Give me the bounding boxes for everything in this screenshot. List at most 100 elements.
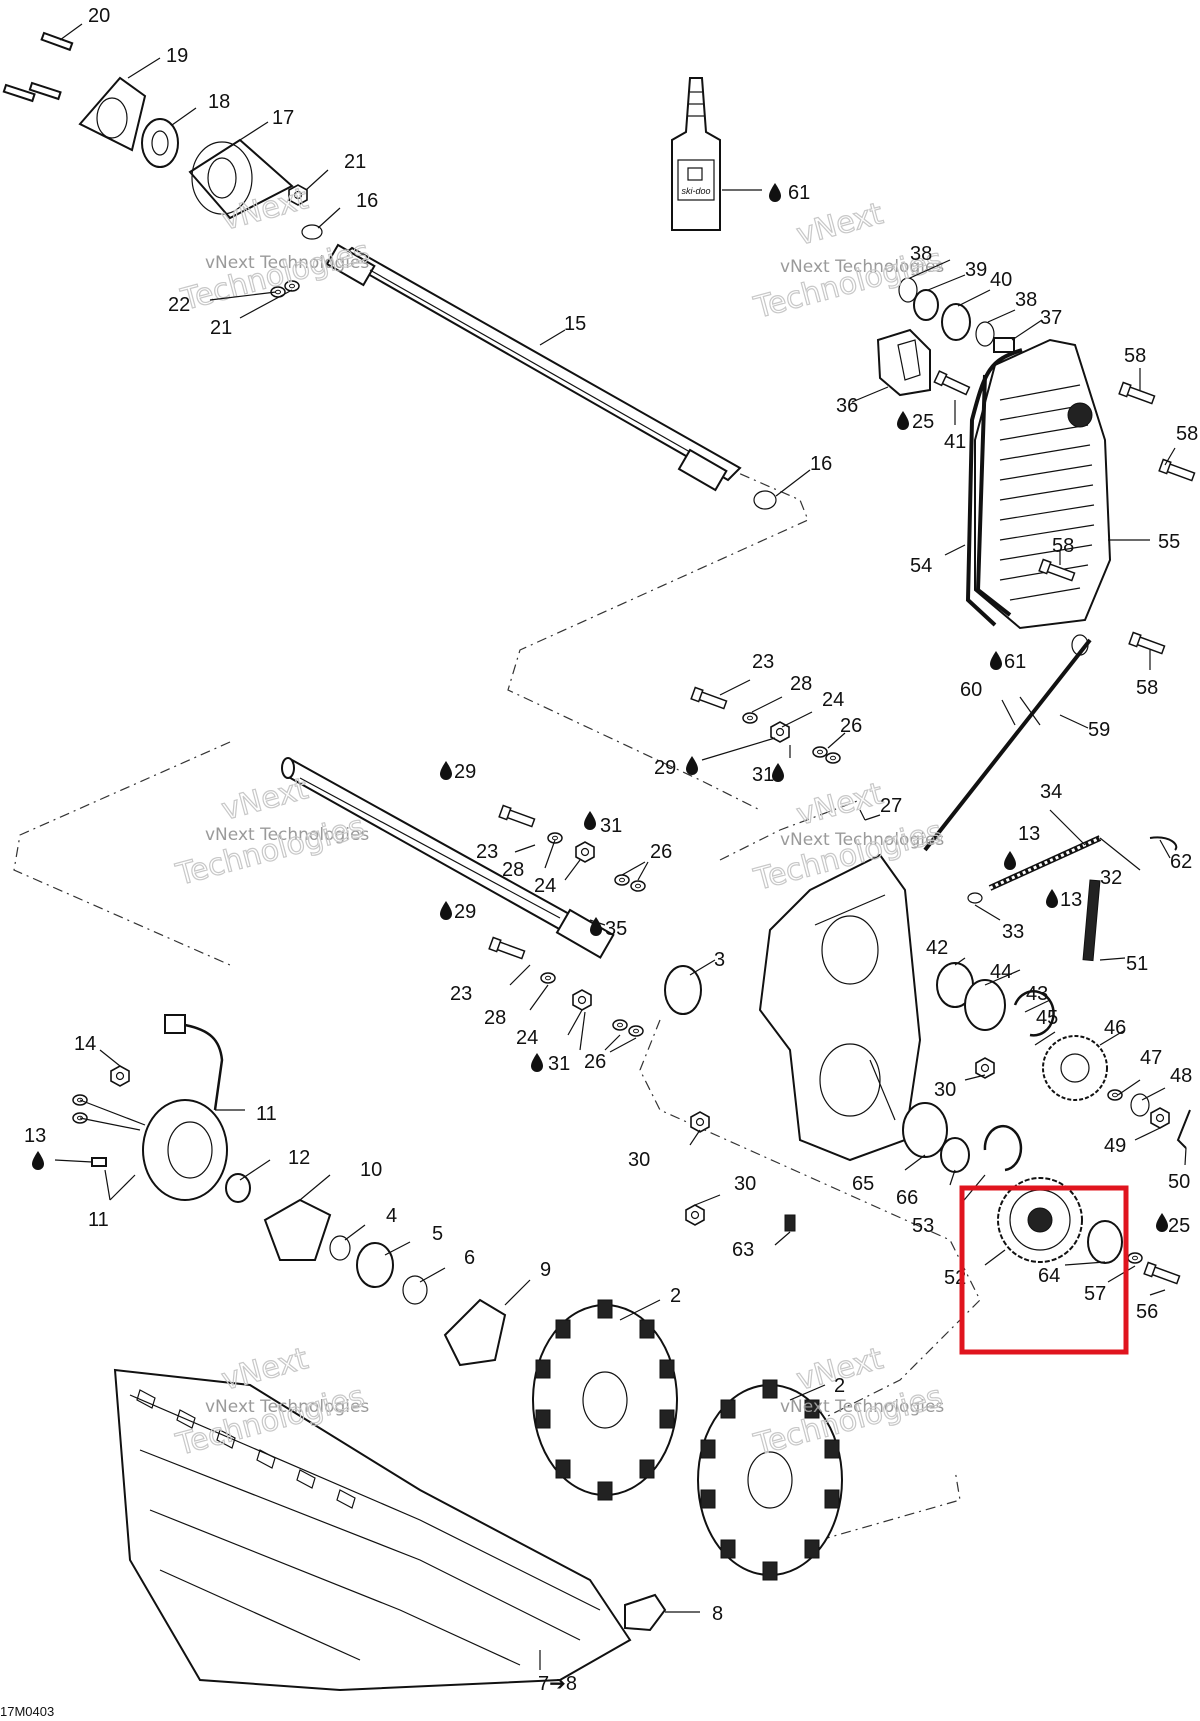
seal-66 [940, 1137, 970, 1173]
drop-icon [440, 901, 452, 920]
callout-30-mid: 30 [628, 1149, 650, 1171]
gasket-54 [965, 348, 1023, 627]
dipstick-59 [923, 638, 1092, 852]
callout-3: 3 [714, 949, 725, 971]
plug-63 [784, 1214, 796, 1232]
drop-icon [1004, 851, 1016, 870]
callout-6: 6 [464, 1247, 475, 1269]
callout-42: 42 [926, 937, 948, 959]
callout-24-mid: 24 [534, 875, 556, 897]
callout-47: 47 [1140, 1047, 1162, 1069]
assembly-line-lower [639, 1019, 981, 1431]
ring-38-a [898, 277, 918, 303]
highlight-box [959, 1185, 1129, 1355]
svg-text:vNext Technologies: vNext Technologies [205, 253, 369, 273]
callout-64: 64 [1038, 1265, 1060, 1287]
callout-7-8: 7➔8 [538, 1673, 577, 1695]
callout-58-a: 58 [1124, 345, 1146, 367]
seal-3 [664, 965, 702, 1015]
callout-35: 35 [605, 918, 627, 940]
callout-58-c: 58 [1052, 535, 1074, 557]
callout-46: 46 [1104, 1017, 1126, 1039]
callout-4: 4 [386, 1205, 397, 1227]
callout-23-mid: 23 [476, 841, 498, 863]
nut-30-b [690, 1111, 710, 1133]
bolt-58-b [1158, 458, 1196, 484]
callout-20: 20 [88, 5, 110, 27]
ring-38-b [975, 321, 995, 347]
callout-58-b: 58 [1176, 423, 1198, 445]
callout-28-mid: 28 [502, 859, 524, 881]
bolt-group-top [690, 686, 841, 764]
bottle-brand-label: ski-doo [681, 186, 710, 196]
bearing-housing-11 [142, 1099, 228, 1201]
callout-37: 37 [1040, 307, 1062, 329]
callout-33: 33 [1002, 921, 1024, 943]
ring-6 [402, 1275, 428, 1305]
bolt-41 [933, 370, 971, 398]
callout-38-top: 38 [910, 243, 932, 265]
callout-8: 8 [712, 1603, 723, 1625]
drop-icon [1156, 1213, 1168, 1232]
callout-38-mid: 38 [1015, 289, 1037, 311]
svg-text:Technologies: Technologies [172, 809, 368, 893]
callout-31-top: 31 [752, 764, 774, 786]
callout-23-low: 23 [450, 983, 472, 1005]
drop-icon [531, 1053, 543, 1072]
svg-text:vNext Technologies: vNext Technologies [780, 1397, 944, 1417]
drive-sprocket-2-b [697, 1379, 843, 1581]
callout-17: 17 [272, 107, 294, 129]
drive-shaft-15 [325, 243, 742, 492]
callout-18: 18 [208, 91, 230, 113]
callout-53: 53 [912, 1215, 934, 1237]
callout-50: 50 [1168, 1171, 1190, 1193]
leader-lines [54, 23, 1187, 1670]
drop-icon [897, 411, 909, 430]
callout-25-top: 25 [912, 411, 934, 433]
callout-16-top: 16 [356, 190, 378, 212]
callout-32: 32 [1100, 867, 1122, 889]
callout-54: 54 [910, 555, 932, 577]
spacer-37 [993, 337, 1015, 353]
spacer-64 [1087, 1220, 1123, 1264]
callout-30-low: 30 [734, 1173, 756, 1195]
callout-62: 62 [1170, 851, 1192, 873]
callout-66: 66 [896, 1187, 918, 1209]
flange-9 [443, 1298, 507, 1367]
callout-29-left-low: 29 [454, 901, 476, 923]
callout-24-low: 24 [516, 1027, 538, 1049]
svg-text:vNext Technologies: vNext Technologies [205, 1397, 369, 1417]
nut-49 [1150, 1107, 1170, 1129]
tensioner-block-36 [876, 328, 931, 397]
drop-icon [440, 761, 452, 780]
callout-48: 48 [1170, 1065, 1192, 1087]
callout-40: 40 [990, 269, 1012, 291]
sprocket-46 [1042, 1035, 1108, 1101]
nut-30-c [685, 1204, 705, 1226]
drop-icon [769, 183, 781, 202]
callout-5: 5 [432, 1223, 443, 1245]
svg-text:vNext: vNext [793, 196, 887, 253]
callout-36: 36 [836, 395, 858, 417]
washer-33 [967, 892, 983, 904]
callout-31-low: 31 [548, 1053, 570, 1075]
spacer-48 [1130, 1093, 1150, 1117]
callout-51: 51 [1126, 953, 1148, 975]
callout-60: 60 [960, 679, 982, 701]
pins-20 [2, 31, 74, 103]
callout-2-b: 2 [834, 1375, 845, 1397]
cover-55 [974, 338, 1112, 630]
bolt-group-low [488, 936, 644, 1037]
callout-61-mid: 61 [1004, 651, 1026, 673]
chain-51 [1082, 879, 1101, 962]
nut-14 [110, 1065, 130, 1087]
bushing-12 [225, 1173, 251, 1203]
callout-10: 10 [360, 1159, 382, 1181]
callout-41: 41 [944, 431, 966, 453]
callout-14: 14 [74, 1033, 96, 1055]
callout-13-mid: 13 [1018, 823, 1040, 845]
svg-text:vNext Technologies: vNext Technologies [205, 825, 369, 845]
roller-40 [941, 303, 971, 341]
callout-56: 56 [1136, 1301, 1158, 1323]
callout-28-low: 28 [484, 1007, 506, 1029]
